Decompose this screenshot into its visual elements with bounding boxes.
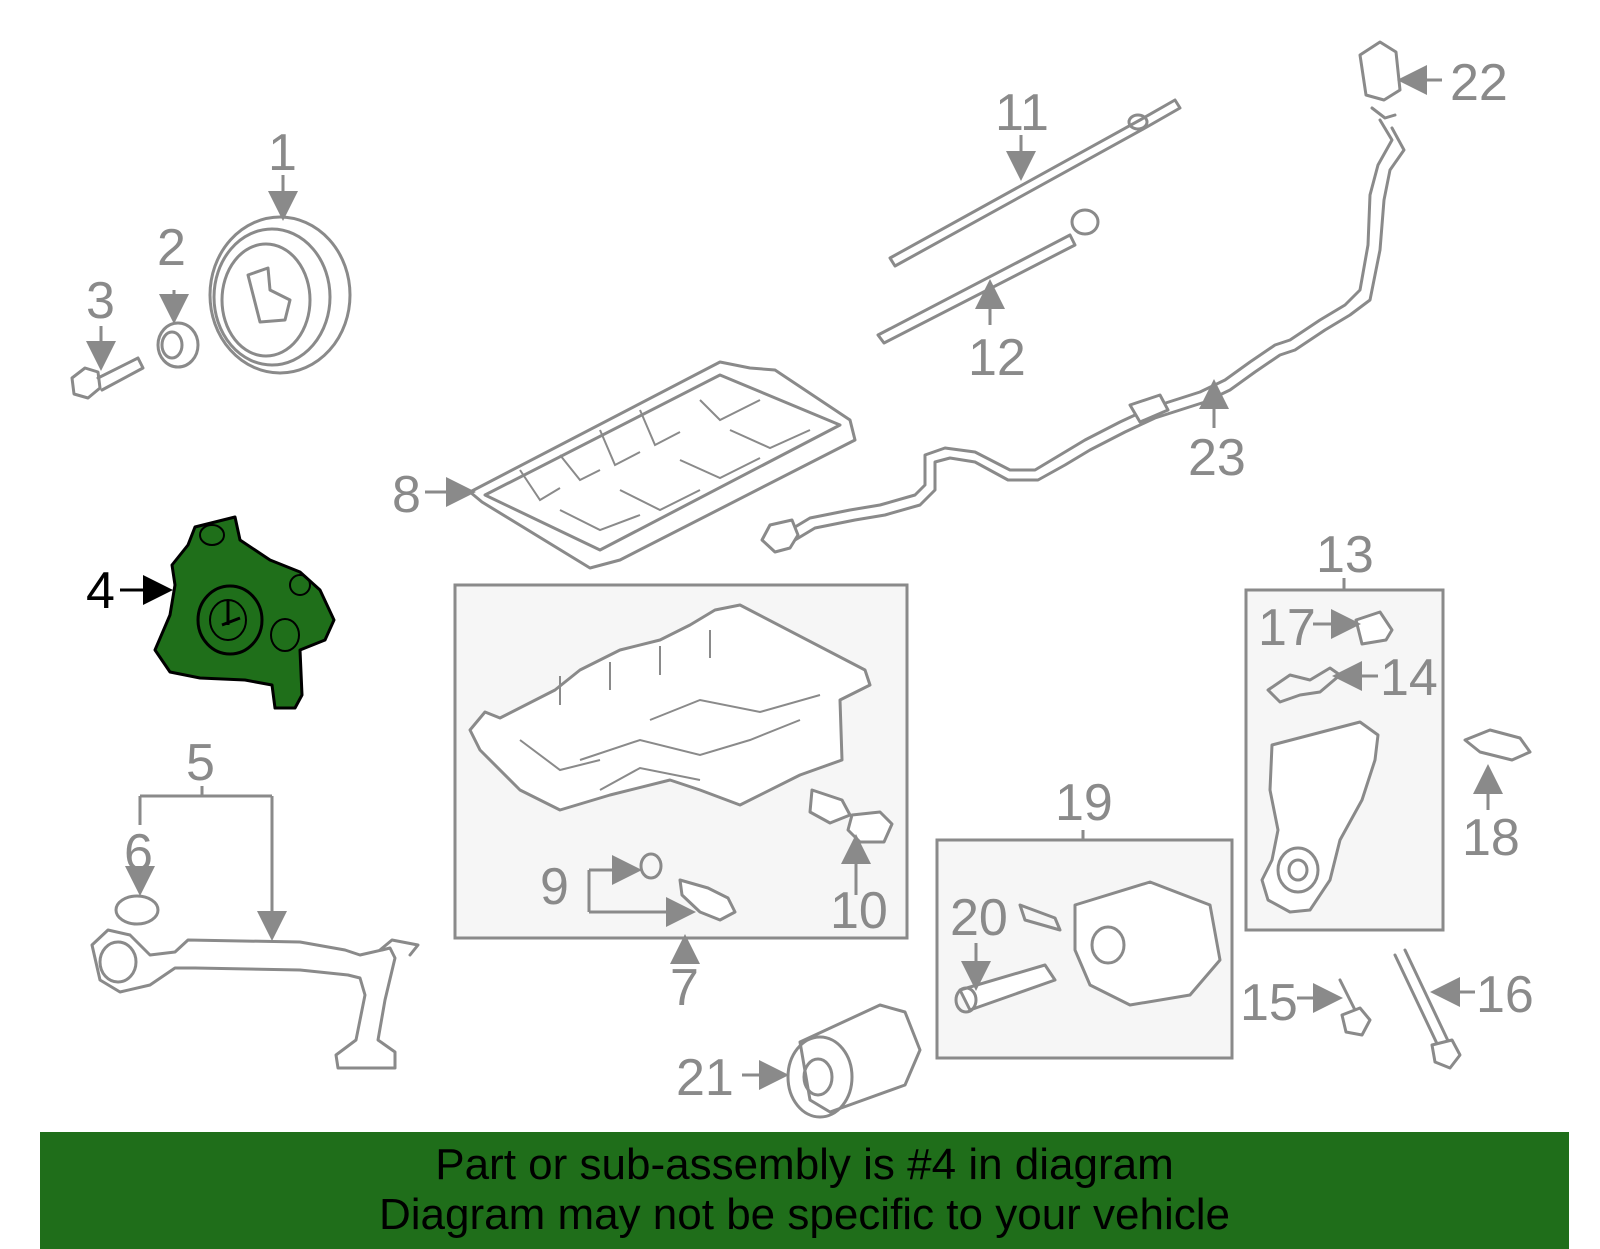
callout-10: 10 <box>830 882 888 940</box>
callout-2: 2 <box>157 219 186 277</box>
callout-5: 5 <box>186 734 215 792</box>
part-12-dipstick-tube[interactable] <box>876 208 1100 345</box>
callout-1: 1 <box>268 124 297 182</box>
part-21-oil-filter[interactable] <box>786 1003 922 1119</box>
part-5-pickup-tube[interactable] <box>90 928 420 1070</box>
callout-20: 20 <box>950 889 1008 947</box>
part-19-oil-cooler[interactable] <box>1018 880 1222 1007</box>
banner-line-1: Part or sub-assembly is #4 in diagram <box>435 1140 1174 1189</box>
callout-23: 23 <box>1188 429 1246 487</box>
callout-21: 21 <box>676 1049 734 1107</box>
callout-22: 22 <box>1450 54 1508 112</box>
callout-14: 14 <box>1380 649 1438 707</box>
callout-13: 13 <box>1316 526 1374 584</box>
part-16-bolt[interactable] <box>1393 948 1462 1070</box>
part-18-sensor[interactable] <box>1463 728 1532 762</box>
callout-12: 12 <box>968 329 1026 387</box>
callout-16: 16 <box>1476 966 1534 1024</box>
callout-7: 7 <box>670 959 699 1017</box>
part-22-sensor[interactable] <box>1358 40 1402 120</box>
part-2-washer[interactable] <box>156 321 200 369</box>
part-20-fitting[interactable] <box>954 963 1057 1014</box>
part-7-oil-pan[interactable] <box>468 603 872 812</box>
callout-11: 11 <box>995 84 1049 142</box>
info-banner: Part or sub-assembly is #4 in diagram Di… <box>40 1132 1569 1249</box>
callout-3: 3 <box>86 272 115 330</box>
part-15-bolt[interactable] <box>1338 978 1372 1037</box>
callout-17: 17 <box>1258 599 1316 657</box>
part-13-timing-cover[interactable] <box>1260 720 1380 914</box>
callout-6: 6 <box>124 824 153 882</box>
part-6-o-ring[interactable] <box>114 894 160 926</box>
callout-18: 18 <box>1462 809 1520 867</box>
part-3-bolt[interactable] <box>70 356 145 400</box>
banner-line-2: Diagram may not be specific to your vehi… <box>378 1190 1231 1239</box>
part-11-dipstick[interactable] <box>888 98 1182 268</box>
part-17-cap[interactable] <box>1354 610 1394 646</box>
part-23-harness[interactable] <box>760 118 1406 554</box>
callout-4: 4 <box>86 562 115 620</box>
part-1-crank-pulley[interactable] <box>208 215 352 375</box>
part-8-baffle[interactable] <box>468 360 857 570</box>
callout-19: 19 <box>1055 774 1113 832</box>
part-4-oil-pump[interactable] <box>153 515 336 710</box>
callout-15: 15 <box>1240 974 1298 1032</box>
callout-9: 9 <box>540 858 569 916</box>
callout-8: 8 <box>392 466 421 524</box>
